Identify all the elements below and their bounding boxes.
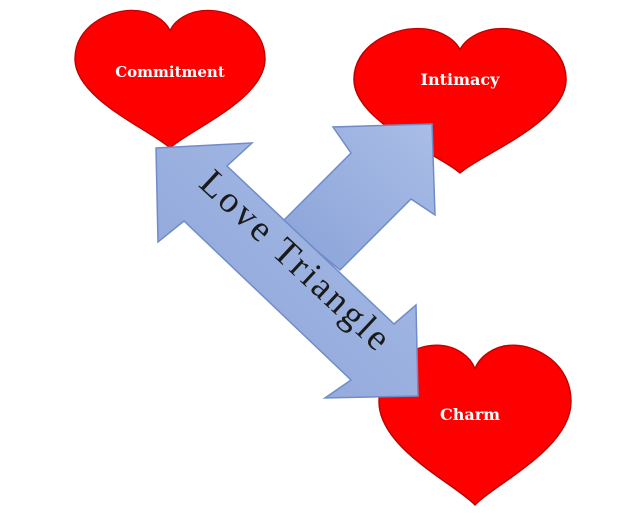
arrow-to-intimacy	[280, 123, 436, 272]
heart-charm-label: Charm	[440, 405, 500, 424]
heart-commitment-shape	[74, 9, 266, 149]
heart-commitment-label: Commitment	[115, 63, 225, 81]
heart-commitment: Commitment	[74, 9, 266, 149]
double-arrow-commitment-charm	[155, 142, 419, 399]
heart-intimacy-label: Intimacy	[421, 70, 501, 89]
heart-charm-shape	[378, 344, 572, 507]
heart-charm: Charm	[378, 344, 572, 507]
arrow-group: Love Triangle	[155, 123, 436, 399]
